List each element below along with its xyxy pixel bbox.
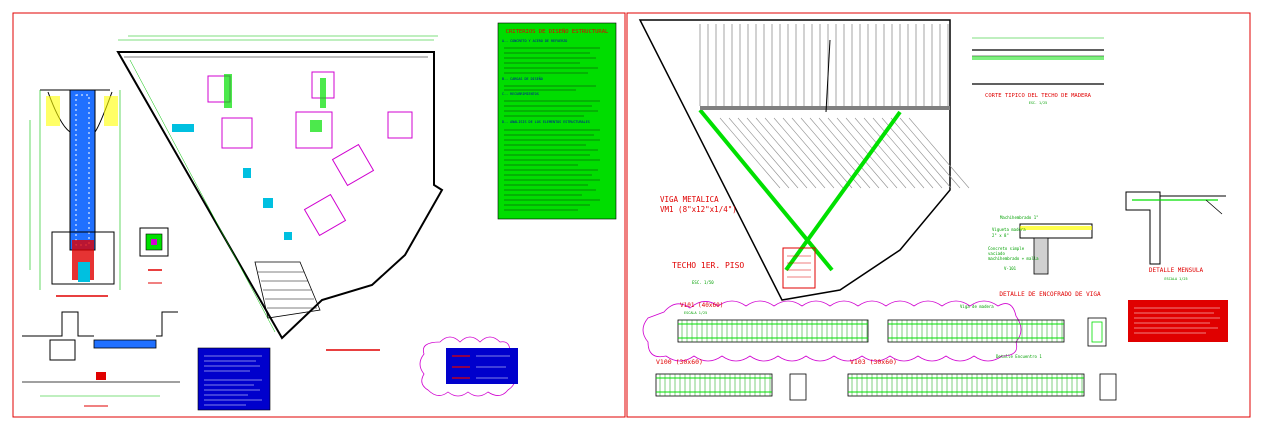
concrete-label-3: machihembrado + malla [988, 256, 1039, 261]
bracket-scale: ESCALA 1/25 [1164, 277, 1187, 281]
legend-cloud [419, 336, 518, 397]
beam-v101-scale: ESCALA 1/25 [684, 311, 707, 315]
spec-section-b: B.- CARGAS DE DISEÑO [502, 76, 543, 81]
stair [254, 261, 321, 319]
design-criteria-title: CRITERIOS DE DISEÑO ESTRUCTURAL [506, 28, 609, 35]
roof-plan-title: TECHO 1ER. PISO [672, 261, 744, 270]
beam-v103-label: V103 (30x60) [850, 358, 897, 366]
beam-v101-elev-label: V101 (40x60) [680, 302, 723, 309]
joist-slab-detail [1019, 223, 1093, 275]
plan-column-2 [221, 117, 253, 149]
joist-label: Vigueta madera [992, 227, 1026, 232]
spec-section-a: A.- CONCRETO Y ACERO DE REFUERZO [502, 39, 567, 43]
general-notes-box [197, 347, 271, 411]
beam-elevation-v103 [847, 373, 1117, 401]
right-sheet-border [626, 12, 1251, 418]
metal-beam-2 [784, 110, 902, 272]
beam-v100-label: V100 (30x60) [656, 358, 703, 366]
joist-size: 2" x 8" [992, 233, 1009, 238]
plan-column-4 [387, 111, 413, 139]
metal-beam-label-line2: VM1 (8"x12"x1/4") [660, 205, 737, 214]
spec-section-d: D.- ANALISIS DE LOS ELEMENTOS ESTRUCTURA… [502, 120, 590, 124]
detail-encounter-label: Detalle Encuentro 1 [996, 354, 1042, 359]
lumber-label: Machihembrado 1" [1000, 215, 1039, 220]
wood-section-scale: ESC. 1/25 [1029, 101, 1047, 105]
left-sheet-border [12, 12, 626, 418]
metal-beam-label-line1: VIGA METALICA [660, 195, 719, 204]
beam-notes-box [1128, 300, 1228, 342]
roof-framing-plan [638, 19, 970, 301]
plan-column-3 [295, 111, 333, 149]
concrete-label-2: vaciado [988, 251, 1005, 256]
beam-v101-label: V-101 [1004, 266, 1017, 271]
column-section-detail [139, 227, 169, 284]
formwork-detail-title: DETALLE DE ENCOFRADO DE VIGA [999, 291, 1101, 298]
metal-beam-1 [698, 108, 834, 272]
footing-section-detail [22, 311, 180, 407]
wood-beam-label: Viga de madera [960, 304, 994, 309]
column-elevation-detail [29, 89, 121, 297]
wood-roof-section [972, 37, 1104, 85]
concrete-label-1: Concreto simple [988, 246, 1025, 251]
plan-column-6 [331, 143, 375, 187]
column-shaft [69, 89, 96, 251]
wood-joists [699, 24, 949, 106]
roof-plan-scale: ESC. 1/50 [692, 280, 714, 285]
bracket-title: DETALLE MENSULA [1149, 267, 1204, 274]
plan-column-7 [303, 193, 347, 237]
beam-elevation-v101 [677, 317, 1107, 347]
floor-plan [116, 35, 444, 351]
bracket-detail [1125, 191, 1226, 265]
wood-section-title: CORTE TIPICO DEL TECHO DE MADERA [985, 93, 1092, 99]
diagonal-joists [719, 117, 970, 189]
spec-section-c: C.- RECUBRIMIENTOS [502, 92, 539, 96]
beam-elevation-v100 [655, 373, 807, 401]
design-criteria-panel: CRITERIOS DE DISEÑO ESTRUCTURAL A.- CONC… [497, 22, 617, 220]
beam-elevation-cloud [642, 300, 1022, 362]
